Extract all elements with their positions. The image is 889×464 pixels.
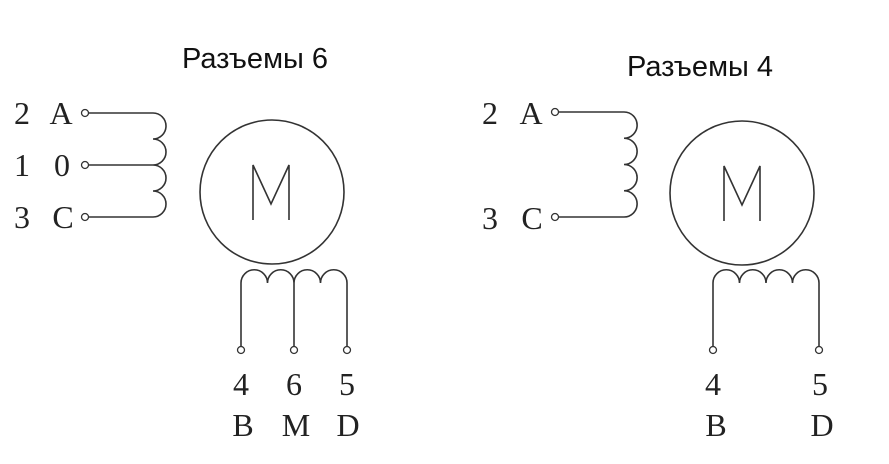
diagram-title: Разъемы 6 bbox=[182, 43, 328, 75]
diagram-four-wire: Разъемы 4 2 A 3 C 4 5 B D bbox=[482, 51, 834, 443]
terminal-icon bbox=[289, 345, 299, 355]
terminal-letter: D bbox=[810, 407, 833, 443]
terminal-number: 5 bbox=[812, 366, 828, 402]
terminal-number: 5 bbox=[339, 366, 355, 402]
terminal-icon bbox=[80, 108, 90, 118]
terminal-number: 2 bbox=[482, 95, 498, 131]
diagram-title: Разъемы 4 bbox=[627, 51, 773, 83]
terminal-icon bbox=[236, 345, 246, 355]
motor-label-icon bbox=[252, 164, 290, 220]
diagram-six-wire: Разъемы 6 2 A 1 0 3 C 4 6 5 B M bbox=[14, 43, 360, 443]
coil-winding-icon bbox=[712, 268, 820, 284]
terminal-number: 2 bbox=[14, 95, 30, 131]
coil-winding-icon bbox=[240, 268, 348, 284]
terminal-number: 6 bbox=[286, 366, 302, 402]
terminal-letter: C bbox=[52, 199, 73, 235]
terminal-number: 3 bbox=[482, 200, 498, 236]
terminal-icon bbox=[80, 212, 90, 222]
terminal-letter: B bbox=[232, 407, 253, 443]
coil-winding-icon bbox=[623, 111, 638, 218]
terminal-icon bbox=[550, 212, 560, 222]
motor-label-icon bbox=[723, 165, 761, 221]
terminal-letter: D bbox=[336, 407, 359, 443]
terminal-number: 3 bbox=[14, 199, 30, 235]
motor-icon bbox=[199, 119, 345, 265]
terminal-letter: M bbox=[282, 407, 310, 443]
terminal-icon bbox=[550, 107, 560, 117]
terminal-number: 4 bbox=[233, 366, 249, 402]
terminal-icon bbox=[814, 345, 824, 355]
terminal-icon bbox=[342, 345, 352, 355]
motor-icon bbox=[669, 120, 815, 266]
terminal-icon bbox=[80, 160, 90, 170]
terminal-number: 4 bbox=[705, 366, 721, 402]
terminal-letter: 0 bbox=[54, 147, 70, 183]
terminal-letter: C bbox=[521, 200, 542, 236]
terminal-icon bbox=[708, 345, 718, 355]
terminal-letter: B bbox=[705, 407, 726, 443]
coil-winding-icon bbox=[152, 112, 167, 218]
terminal-number: 1 bbox=[14, 147, 30, 183]
terminal-letter: A bbox=[519, 95, 542, 131]
terminal-letter: A bbox=[49, 95, 72, 131]
